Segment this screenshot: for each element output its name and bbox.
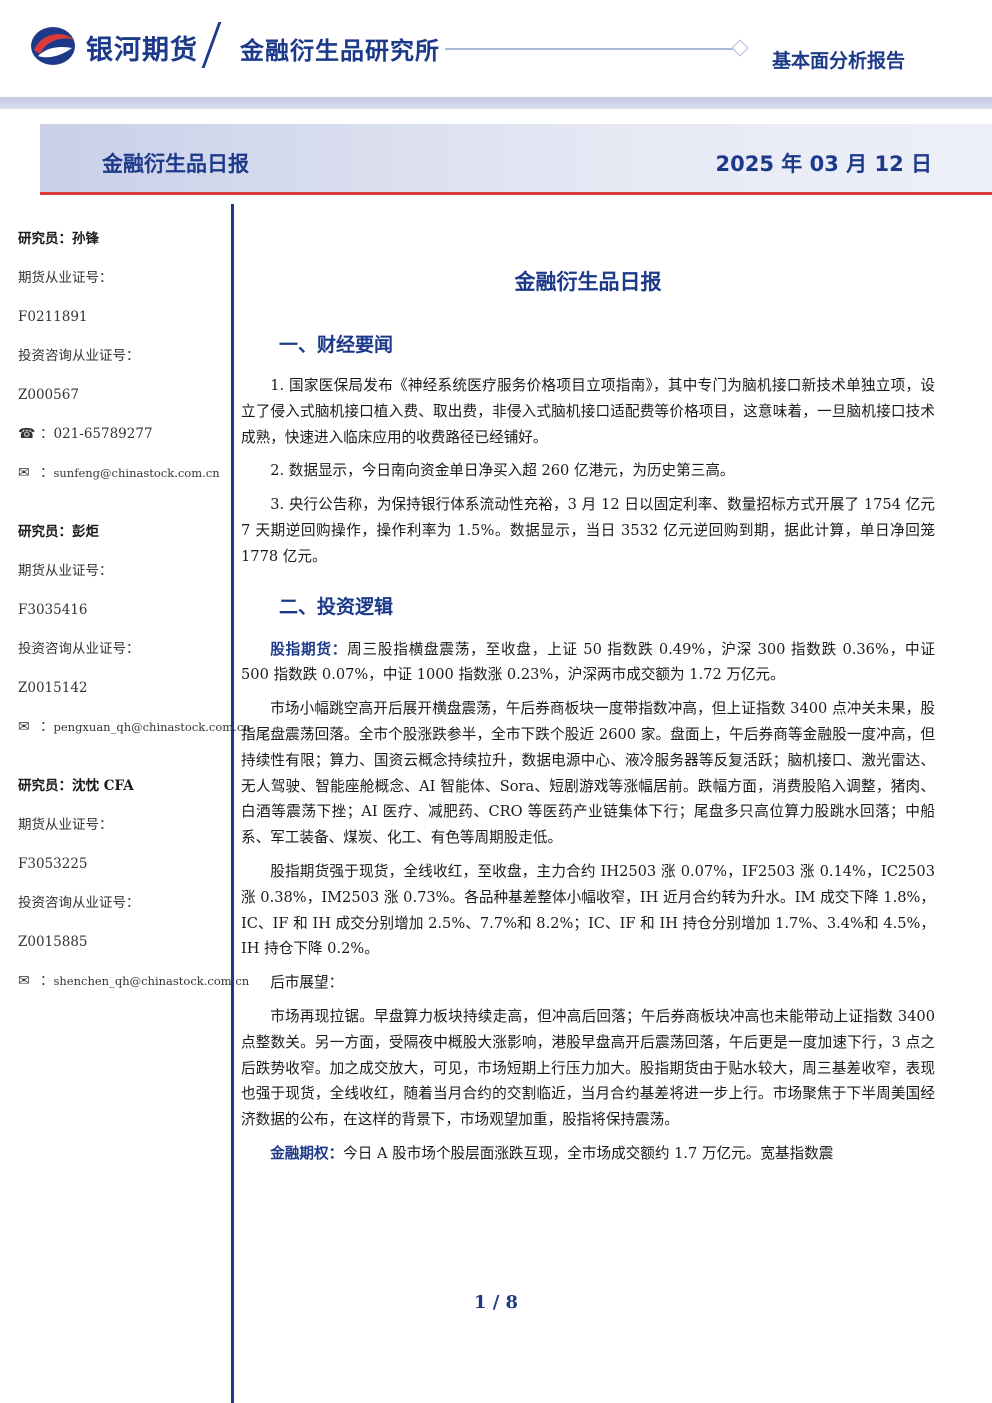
news-item: 2. 数据显示，今日南向资金单日净买入超 260 亿港元，为历史第三高。 [270, 462, 735, 480]
top-header: 银河期货 金融衍生品研究所 基本面分析报告 [0, 0, 992, 110]
news-item: 3. 央行公告称，为保持银行体系流动性充裕，3 月 12 日以固定利率、数量招标… [241, 496, 935, 565]
outlook-heading: 后市展望： [270, 974, 344, 992]
company-name: 银河期货 [86, 35, 198, 66]
futures-license-number: F3053225 [18, 856, 88, 872]
outlook-paragraph: 市场再现拉锯。早盘算力板块持续走高，但冲高后回落；午后券商板块冲高也未能带动上证… [241, 1007, 935, 1129]
galaxy-logo-icon [31, 27, 75, 65]
futures-license-label: 期货从业证号： [18, 270, 113, 286]
email-link[interactable]: pengxuan_qh@chinastock.com.cn [53, 720, 251, 734]
report-type: 基本面分析报告 [772, 50, 906, 72]
section-heading-news: 一、财经要闻 [279, 334, 394, 356]
consult-license-number: Z0015142 [18, 680, 88, 696]
band-title: 金融衍生品日报 [102, 152, 249, 176]
report-date: 2025 年 03 月 12 日 [715, 152, 932, 176]
main-content: 金融衍生品日报 一、财经要闻 1. 国家医保局发布《神经系统医疗服务价格项目立项… [241, 260, 935, 1175]
options-text: 今日 A 股市场个股层面涨跌互现，全市场成交额约 1.7 万亿元。宽基指数震 [343, 1144, 834, 1162]
analyst-name: 研究员：彭炬 [18, 524, 99, 540]
email-link[interactable]: shenchen_qh@chinastock.com.cn [53, 974, 250, 988]
consult-license-label: 投资咨询从业证号： [18, 895, 140, 911]
email-row: ✉：sunfeng@chinastock.com.cn [18, 460, 223, 499]
analyst-card: 研究员：沈忱 CFA 期货从业证号： F3053225 投资咨询从业证号： Z0… [18, 773, 249, 1007]
email-row: ✉：shenchen_qh@chinastock.com.cn [18, 968, 249, 1007]
email-icon: ✉ [18, 465, 30, 481]
header-slash [201, 22, 222, 68]
section-heading-logic: 二、投资逻辑 [279, 595, 394, 618]
news-item: 1. 国家医保局发布《神经系统医疗服务价格项目立项指南》，其中专门为脑机接口新技… [241, 377, 935, 446]
header-bar [0, 97, 992, 109]
analyst-card: 研究员：彭炬 期货从业证号： F3035416 投资咨询从业证号： Z00151… [18, 519, 251, 753]
analyst-sidebar: 研究员：孙锋 期货从业证号： F0211891 投资咨询从业证号： Z00056… [18, 226, 251, 1027]
document-title: 金融衍生品日报 [514, 270, 662, 294]
futures-license-number: F0211891 [18, 309, 88, 325]
futures-license-number: F3035416 [18, 602, 88, 618]
analyst-card: 研究员：孙锋 期货从业证号： F0211891 投资咨询从业证号： Z00056… [18, 226, 223, 499]
diamond-icon [731, 39, 749, 57]
email-row: ✉：pengxuan_qh@chinastock.com.cn [18, 714, 251, 753]
title-band: 金融衍生品日报 2025 年 03 月 12 日 [40, 124, 992, 195]
decorative-line [445, 48, 735, 50]
analyst-name: 研究员：沈忱 CFA [18, 778, 134, 794]
consult-license-label: 投资咨询从业证号： [18, 641, 140, 657]
email-link[interactable]: sunfeng@chinastock.com.cn [53, 466, 220, 480]
consult-license-label: 投资咨询从业证号： [18, 348, 140, 364]
options-summary: 金融期权：今日 A 股市场个股层面涨跌互现，全市场成交额约 1.7 万亿元。宽基… [241, 1141, 935, 1167]
consult-license-number: Z0015885 [18, 934, 88, 950]
futures-license-label: 期货从业证号： [18, 563, 113, 579]
vertical-divider [231, 204, 234, 1403]
phone-icon: ☎ [18, 426, 36, 442]
futures-performance-paragraph: 股指期货强于现货，全线收红，至收盘，主力合约 IH2503 涨 0.07%，IF… [241, 862, 935, 958]
email-icon: ✉ [18, 973, 30, 989]
market-review-paragraph: 市场小幅跳空高开后展开横盘震荡，午后券商板块一度带指数冲高，但上证指数 3400… [241, 700, 935, 847]
page-number: 1 / 8 [473, 1292, 519, 1313]
phone-row: ☎：021-65789277 [18, 421, 223, 460]
index-futures-text: 周三股指横盘震荡，至收盘，上证 50 指数跌 0.49%，沪深 300 指数跌 … [241, 640, 935, 684]
phone-number: 021-65789277 [53, 426, 153, 442]
email-icon: ✉ [18, 719, 30, 735]
consult-license-number: Z000567 [18, 387, 79, 403]
index-futures-summary: 股指期货：周三股指横盘震荡，至收盘，上证 50 指数跌 0.49%，沪深 300… [241, 637, 935, 689]
analyst-name: 研究员：孙锋 [18, 231, 99, 247]
options-label: 金融期权： [270, 1144, 344, 1162]
index-futures-label: 股指期货： [270, 640, 348, 658]
futures-license-label: 期货从业证号： [18, 817, 113, 833]
institute-name: 金融衍生品研究所 [240, 37, 440, 65]
